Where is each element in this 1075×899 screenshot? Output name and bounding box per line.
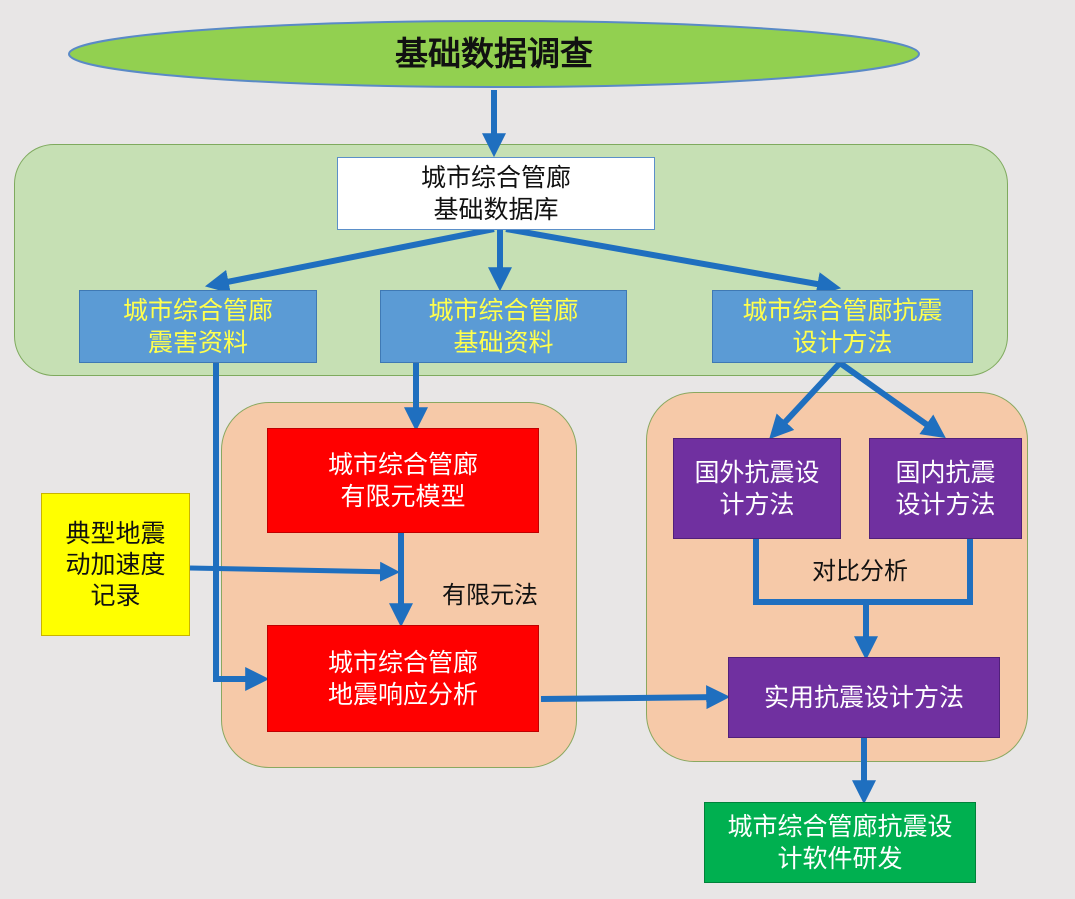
design-method-box: 城市综合管廊抗震 设计方法 xyxy=(712,290,973,363)
fe-model-box: 城市综合管廊 有限元模型 xyxy=(267,428,539,533)
compare-label: 对比分析 xyxy=(812,557,908,585)
arrow-records-to-fem xyxy=(189,561,400,582)
arrow-database-to-damage xyxy=(204,226,495,294)
arrow-design-to-foreign xyxy=(769,360,843,440)
software-output-box: 城市综合管廊抗震设 计软件研发 xyxy=(704,802,976,883)
practical-method-box: 实用抗震设计方法 xyxy=(728,657,1000,738)
title-label: 基础数据调查 xyxy=(395,34,593,74)
arrow-damage-to-analysis xyxy=(213,363,270,691)
fem-method-label: 有限元法 xyxy=(442,581,538,609)
arrow-design-to-domestic xyxy=(838,360,946,439)
title-ellipse xyxy=(68,20,920,88)
records-box: 典型地震 动加速度 记录 xyxy=(41,493,190,636)
foreign-method-box: 国外抗震设 计方法 xyxy=(673,438,841,539)
basic-data-box: 城市综合管廊 基础资料 xyxy=(380,290,627,363)
damage-data-box: 城市综合管廊 震害资料 xyxy=(79,290,317,363)
database-box: 城市综合管廊 基础数据库 xyxy=(337,157,655,230)
seismic-response-box: 城市综合管廊 地震响应分析 xyxy=(267,625,539,732)
domestic-method-box: 国内抗震 设计方法 xyxy=(869,438,1022,539)
arrow-database-to-design xyxy=(505,226,842,296)
arrow-analysis-to-practical xyxy=(540,685,731,710)
